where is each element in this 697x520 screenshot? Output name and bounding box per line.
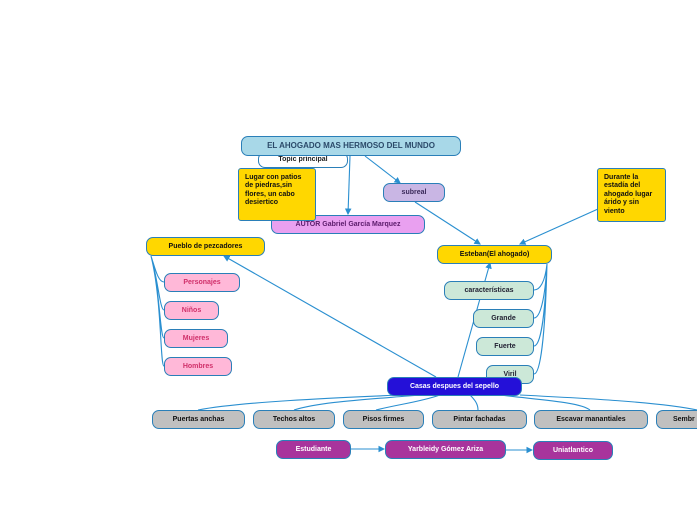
stay-note[interactable]: Durante la estadía del ahogado lugar ári… bbox=[597, 168, 666, 222]
house-item-sembrar[interactable]: Sembr bbox=[656, 410, 697, 429]
link-title-author bbox=[344, 155, 352, 216]
esteban-trait-caracteristicas[interactable]: características bbox=[444, 281, 534, 300]
role-node[interactable]: Estudiante bbox=[276, 440, 351, 459]
house-item-techos[interactable]: Techos altos bbox=[253, 410, 335, 429]
school-node[interactable]: Uniatlantico bbox=[533, 441, 613, 460]
link-subreal-esteban bbox=[414, 201, 481, 245]
subreal-node[interactable]: subreal bbox=[383, 183, 445, 202]
house-item-pisos[interactable]: Pisos firmes bbox=[343, 410, 424, 429]
village-member-ninos[interactable]: Niños bbox=[164, 301, 219, 320]
link-stay-esteban bbox=[518, 208, 599, 245]
link-houses-items bbox=[197, 394, 697, 411]
link-houses-village bbox=[223, 255, 437, 378]
link-village-members bbox=[150, 255, 165, 367]
village-member-hombres[interactable]: Hombres bbox=[164, 357, 232, 376]
setting-note[interactable]: Lugar con patios de piedras,sin flores, … bbox=[238, 168, 316, 221]
esteban-trait-fuerte[interactable]: Fuerte bbox=[476, 337, 534, 356]
house-item-puertas[interactable]: Puertas anchas bbox=[152, 410, 245, 429]
title-node[interactable]: EL AHOGADO MAS HERMOSO DEL MUNDO bbox=[241, 136, 461, 156]
link-esteban-traits bbox=[533, 263, 548, 375]
village-member-personajes[interactable]: Personajes bbox=[164, 273, 240, 292]
esteban-node[interactable]: Esteban(El ahogado) bbox=[437, 245, 552, 264]
village-member-mujeres[interactable]: Mujeres bbox=[164, 329, 228, 348]
student-name-node[interactable]: Yarbleidy Gómez Ariza bbox=[385, 440, 506, 459]
houses-node[interactable]: Casas despues del sepello bbox=[387, 377, 522, 396]
village-node[interactable]: Pueblo de pezcadores bbox=[146, 237, 265, 256]
house-item-fachadas[interactable]: Pintar fachadas bbox=[432, 410, 527, 429]
house-item-manantiales[interactable]: Escavar manantiales bbox=[534, 410, 648, 429]
link-title-subreal bbox=[364, 155, 401, 184]
esteban-trait-grande[interactable]: Grande bbox=[473, 309, 534, 328]
